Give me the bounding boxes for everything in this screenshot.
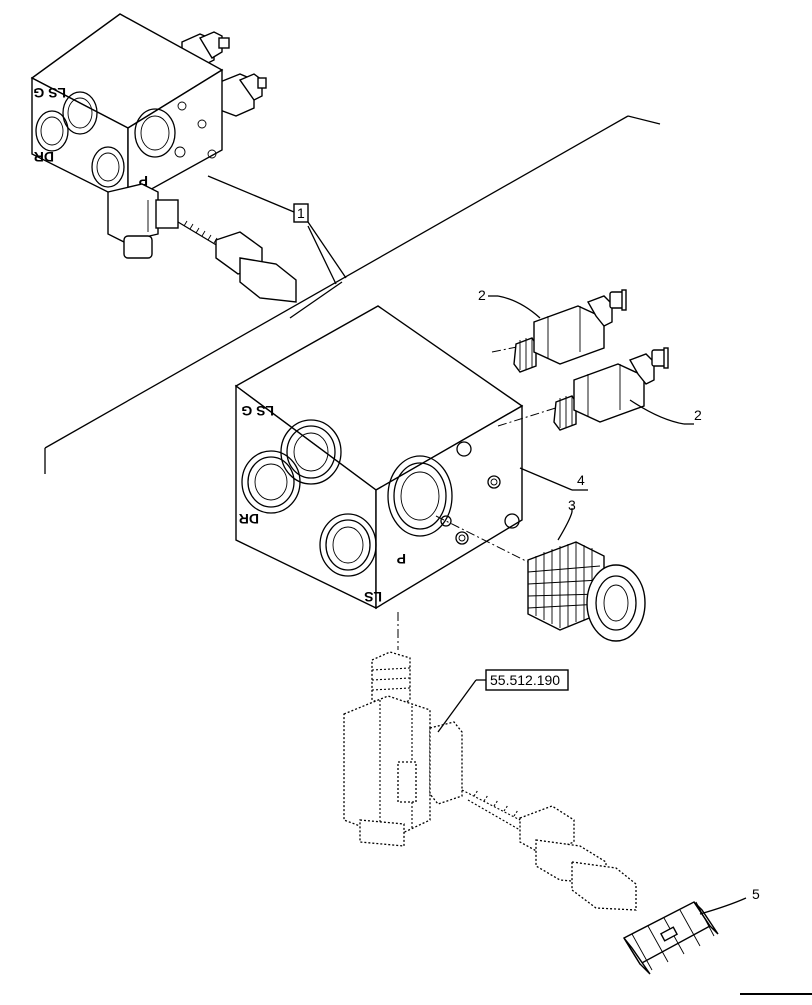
filter-screen: 3 — [527, 497, 646, 642]
port-ls-g-label: LS G — [241, 403, 274, 419]
side-hole-top — [456, 441, 472, 457]
pressure-switch-reference — [343, 651, 637, 911]
thumb-cartridge-side — [219, 73, 267, 117]
callout-2-upper-label: 2 — [478, 287, 486, 303]
front-port-upper — [280, 419, 342, 485]
pressure-sensor-upper: 2 — [478, 287, 627, 373]
callout-4-label: 4 — [577, 472, 585, 488]
side-port-main — [387, 455, 453, 537]
reference-label: 55.512.190 — [490, 672, 560, 688]
reference-callout: 55.512.190 — [485, 669, 569, 691]
front-port-left — [241, 450, 301, 514]
front-port-lower — [319, 513, 377, 577]
thumb-port-p-label: P — [139, 173, 148, 189]
thumb-port-dr-label: DR — [34, 149, 54, 165]
connector-cap: 5 — [623, 886, 760, 975]
callout-2-lower-label: 2 — [694, 407, 702, 423]
valve-block: LS G DR P LS 4 — [234, 305, 588, 610]
thumb-valve-block: LS G DR P LS — [30, 13, 224, 213]
thumb-sensor-cable — [177, 220, 297, 303]
side-hole-low — [455, 531, 469, 545]
side-hole-right — [504, 513, 520, 529]
pressure-sensor-lower: 2 — [553, 347, 702, 431]
thumb-port-ls-g-label: LS G — [33, 85, 66, 101]
callout-3-label: 3 — [568, 497, 576, 513]
assembly-thumbnail: LS G DR P LS — [30, 13, 297, 303]
port-dr-label: DR — [239, 511, 259, 527]
centerline-sensor-lower — [497, 405, 563, 427]
port-ls-label: LS — [364, 589, 382, 605]
centerline-filter — [435, 515, 541, 569]
callout-1-label: 1 — [297, 205, 305, 221]
port-p-label: P — [397, 551, 406, 567]
side-hole-mid — [487, 475, 501, 489]
callout-5-label: 5 — [752, 886, 760, 902]
callout-1: 1 — [293, 203, 347, 285]
thumb-pressure-sensor — [107, 183, 179, 259]
exploded-frame — [44, 115, 661, 474]
